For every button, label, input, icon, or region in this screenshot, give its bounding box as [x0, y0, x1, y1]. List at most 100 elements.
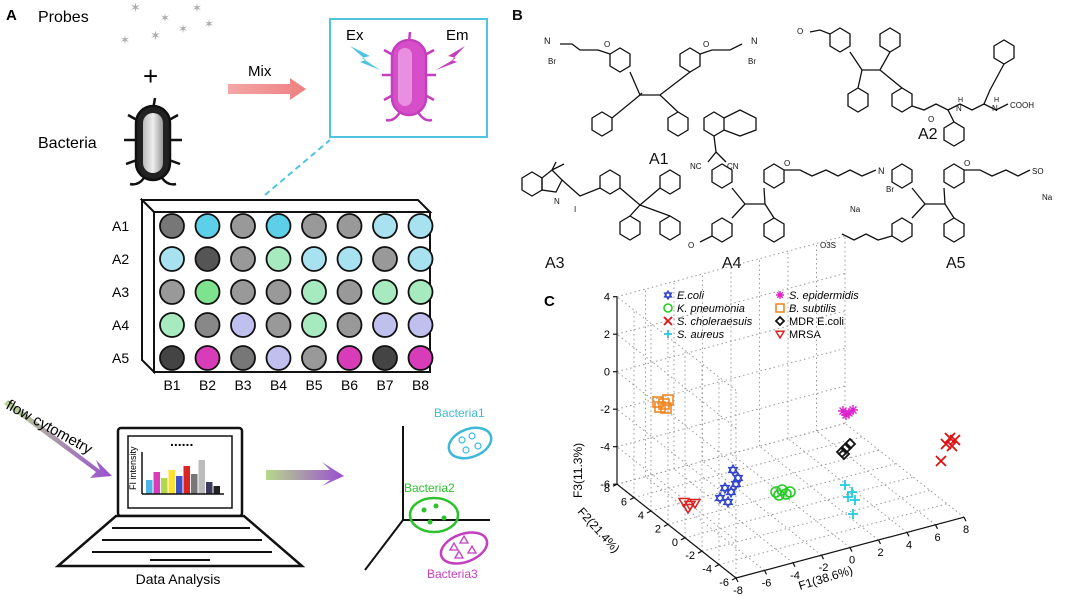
a5-label: A5 [946, 255, 966, 272]
svg-text:✶: ✶ [120, 33, 130, 47]
data-point [681, 503, 695, 515]
svg-text:✶: ✶ [204, 17, 214, 31]
f2-tick: -6 [719, 577, 729, 589]
f1-tick: 8 [963, 524, 969, 536]
well-a4-b4 [265, 312, 292, 338]
a5-so3-right: SO [1032, 167, 1044, 176]
a1-o-left: O [604, 40, 610, 49]
col-label-b2: B2 [199, 377, 216, 393]
mix-arrow [228, 78, 306, 100]
a2-h1: H [958, 97, 963, 104]
data-point [839, 441, 853, 455]
panel-b-label: B [512, 7, 523, 24]
well-a1-b3 [230, 213, 256, 239]
a4-br: Br [886, 185, 894, 194]
a5-o: O [964, 159, 970, 168]
a4-methoxy: O [688, 241, 694, 250]
well-a5-b7 [372, 345, 398, 371]
a4-label: A4 [722, 255, 742, 272]
data-point [654, 401, 666, 413]
zoom-dash [264, 139, 331, 196]
a3-label: A3 [545, 255, 565, 272]
bacteria1-label: Bacteria1 [434, 406, 485, 420]
data-point [722, 495, 734, 509]
well-a1-b2 [194, 213, 221, 239]
f3-tick: -2 [600, 404, 610, 416]
legend-label: E.coli [677, 290, 704, 302]
well-a2-b5 [301, 246, 327, 272]
f3-tick: 0 [604, 367, 610, 379]
legend-label: B. subtilis [789, 303, 837, 315]
f1-tick: 0 [849, 555, 855, 567]
chart-dots: ...... [170, 433, 193, 449]
excitation-bolt-icon [350, 46, 380, 70]
data-point [725, 485, 737, 499]
f3-tick: 4 [604, 292, 610, 304]
svg-text:✶: ✶ [178, 22, 188, 36]
plus-sign: + [143, 61, 158, 91]
fi-intensity-label: FI intensity [128, 446, 138, 490]
data-point [730, 477, 742, 491]
a4-o: O [784, 159, 790, 168]
mini-bar [176, 476, 183, 494]
em-label: Em [446, 27, 469, 44]
data-point [662, 394, 674, 406]
legend-label: K. pneumonia [677, 303, 745, 315]
well-a4-b7 [372, 312, 398, 338]
well-a4-b8 [407, 312, 434, 338]
well-a4-b6 [336, 312, 363, 338]
a5-o3s-left: O3S [820, 241, 836, 250]
f3-tick: -6 [600, 479, 610, 491]
legend-label: S. choleraesuis [677, 316, 753, 328]
well-a3-b2 [194, 279, 221, 305]
panel-a-label: A [6, 7, 17, 24]
panel-c-label: C [544, 293, 555, 310]
f2-tick: 0 [672, 537, 678, 549]
well-a5-b6 [336, 345, 363, 371]
a1-cn: CN [727, 162, 739, 171]
f1-tick: -6 [762, 577, 772, 589]
legend-marker [774, 330, 786, 340]
structure-a5: SO Na Na O3S O A5 [820, 159, 1053, 272]
bacteria3-label: Bacteria3 [427, 567, 478, 581]
f2-tick: -4 [702, 564, 712, 576]
panel-a: A Probes ✶✶ ✶✶ ✶✶ ✶ + Bacteria Mix Ex Em [3, 0, 493, 587]
well-a2-b7 [372, 246, 398, 272]
a1-br-right: Br [748, 57, 756, 66]
data-point [658, 398, 670, 410]
legend-marker [776, 291, 784, 299]
flow-cytometry-arrow: flow cytometry [3, 397, 112, 478]
legend-label: MRSA [789, 329, 821, 341]
a2-cooh: COOH [1010, 101, 1034, 110]
well-a1-b6 [336, 213, 363, 239]
col-label-b7: B7 [376, 377, 393, 393]
row-label-a4: A4 [112, 317, 129, 333]
f3-tick: 2 [604, 329, 610, 341]
data-point [848, 509, 858, 519]
well-a3-b6 [336, 279, 363, 305]
svg-text:✶: ✶ [130, 0, 141, 15]
data-point [843, 492, 853, 502]
well-a5-b1 [159, 345, 185, 371]
structure-a4: N Br O O A4 [688, 159, 894, 272]
a3-i: I [574, 205, 576, 214]
a2-n2: N [992, 104, 998, 113]
mini-bar [191, 474, 198, 494]
col-label-b8: B8 [412, 377, 429, 393]
a1-o-right: O [703, 40, 709, 49]
well-a3-b4 [265, 279, 292, 305]
well-a3-b3 [230, 279, 256, 305]
well-a4-b1 [159, 312, 185, 338]
f3-tick: -4 [600, 442, 610, 454]
mini-bar [161, 478, 168, 494]
data-analysis-label: Data Analysis [136, 571, 221, 587]
a5-na-right: Na [1042, 193, 1053, 202]
a5-na-left: Na [850, 205, 861, 214]
mini-bar [206, 482, 213, 494]
f1-tick: -8 [733, 585, 743, 596]
a2-n1: N [956, 104, 962, 113]
f2-tick: 2 [655, 523, 661, 535]
well-a5-b5 [301, 345, 327, 371]
legend-label: S. epidermidis [789, 290, 859, 302]
